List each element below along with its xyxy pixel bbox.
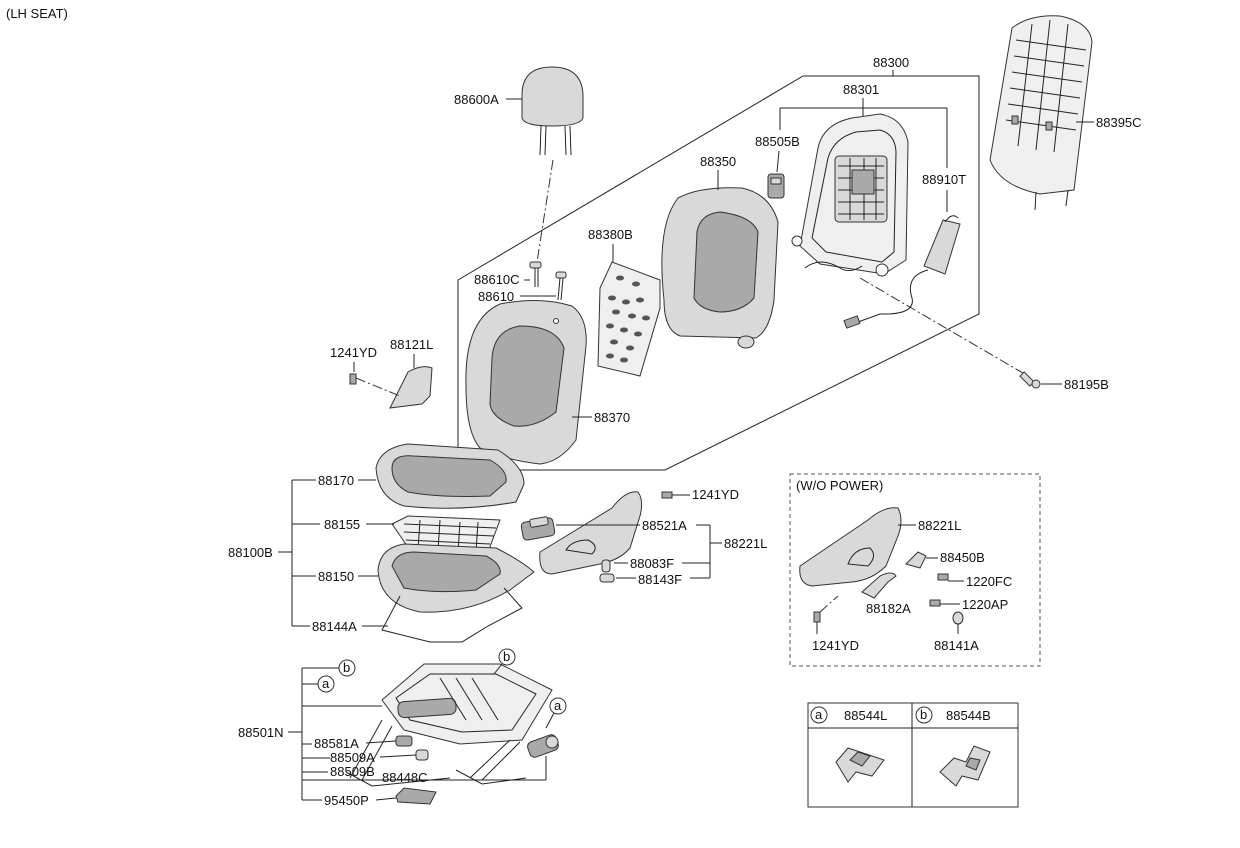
label-88910T: 88910T [922, 172, 966, 187]
cable-part [395, 735, 429, 761]
control-module-part [395, 787, 437, 805]
clip-part-a [937, 573, 949, 581]
recliner-motor-part [767, 173, 785, 199]
cushion-covering-part [375, 443, 525, 509]
wo-power-box [789, 473, 1041, 667]
label-88370: 88370 [594, 410, 630, 425]
callout-b-a-text: b [343, 660, 350, 675]
callout-a-a-text: a [322, 676, 330, 691]
clip-part-b [929, 599, 941, 607]
wo-label-88141A: 88141A [934, 638, 979, 653]
legend-letter-a: a [815, 707, 823, 722]
callout-b-b [498, 648, 516, 666]
label-88150: 88150 [318, 569, 354, 584]
manual-side-shield-part [799, 507, 902, 587]
seat-switch-part [520, 516, 556, 541]
clip-88544L-part [835, 747, 885, 783]
label-88300: 88300 [873, 55, 909, 70]
seatback-frame-part [791, 113, 909, 277]
label-88100B: 88100B [228, 545, 273, 560]
callout-b-b-text: b [503, 649, 510, 664]
cushion-pad-part [377, 543, 535, 613]
legend-table [807, 702, 1019, 808]
label-88610C: 88610C [474, 272, 520, 287]
label-88350: 88350 [700, 154, 736, 169]
bolt-part [1019, 371, 1041, 389]
callout-a-b-text: a [554, 698, 562, 713]
wo-label-88450B: 88450B [940, 550, 985, 565]
label-88144A: 88144A [312, 619, 357, 634]
label-88083F: 88083F [630, 556, 674, 571]
back-pad-part [597, 261, 661, 377]
wo-label-1220AP: 1220AP [962, 597, 1008, 612]
callout-a-b [549, 697, 567, 715]
knob-part [599, 559, 615, 583]
label-88155: 88155 [324, 517, 360, 532]
wo-label-1241YD: 1241YD [812, 638, 859, 653]
wo-power-title: (W/O POWER) [796, 478, 883, 493]
label-1241YD-a: 1241YD [330, 345, 377, 360]
label-88195B: 88195B [1064, 377, 1109, 392]
label-88509B: 88509B [330, 764, 375, 779]
label-88221L: 88221L [724, 536, 767, 551]
label-88301: 88301 [843, 82, 879, 97]
label-88170: 88170 [318, 473, 354, 488]
seat-side-title: (LH SEAT) [6, 6, 68, 21]
wo-label-88182A: 88182A [866, 601, 911, 616]
cap-part [952, 611, 964, 625]
label-88380B: 88380B [588, 227, 633, 242]
legend-part-b: 88544B [946, 708, 991, 723]
wo-label-88221L: 88221L [918, 518, 961, 533]
back-board-part [989, 15, 1093, 211]
legend-part-a: 88544L [844, 708, 887, 723]
legend-letter-b: b [920, 707, 927, 722]
clip-88544B-part [939, 745, 991, 787]
label-1241YD-b: 1241YD [692, 487, 739, 502]
manual-screw-part [813, 611, 821, 623]
label-88610: 88610 [478, 289, 514, 304]
label-88600A: 88600A [454, 92, 499, 107]
wo-label-1220FC: 1220FC [966, 574, 1012, 589]
headrest-guide-part [529, 261, 567, 301]
seat-track-frame-part [345, 663, 553, 787]
label-88505B: 88505B [755, 134, 800, 149]
handle-part [905, 551, 927, 569]
back-covering-part [465, 299, 587, 465]
side-shield-part [539, 491, 643, 575]
recliner-cover-part [349, 366, 433, 409]
airbag-module-part [843, 215, 961, 329]
label-88448C: 88448C [382, 770, 428, 785]
label-88521A: 88521A [642, 518, 687, 533]
label-95450P: 95450P [324, 793, 369, 808]
headrest-part [521, 66, 584, 156]
screw-part [661, 491, 690, 499]
cushion-panel-part [381, 587, 523, 643]
seat-motor-part [527, 734, 559, 758]
label-88395C: 88395C [1096, 115, 1142, 130]
label-88509A: 88509A [330, 750, 375, 765]
label-88143F: 88143F [638, 572, 682, 587]
label-88121L: 88121L [390, 337, 433, 352]
lever-part [861, 572, 897, 599]
label-88581A: 88581A [314, 736, 359, 751]
back-cover-part [661, 187, 779, 349]
label-88501N: 88501N [238, 725, 284, 740]
